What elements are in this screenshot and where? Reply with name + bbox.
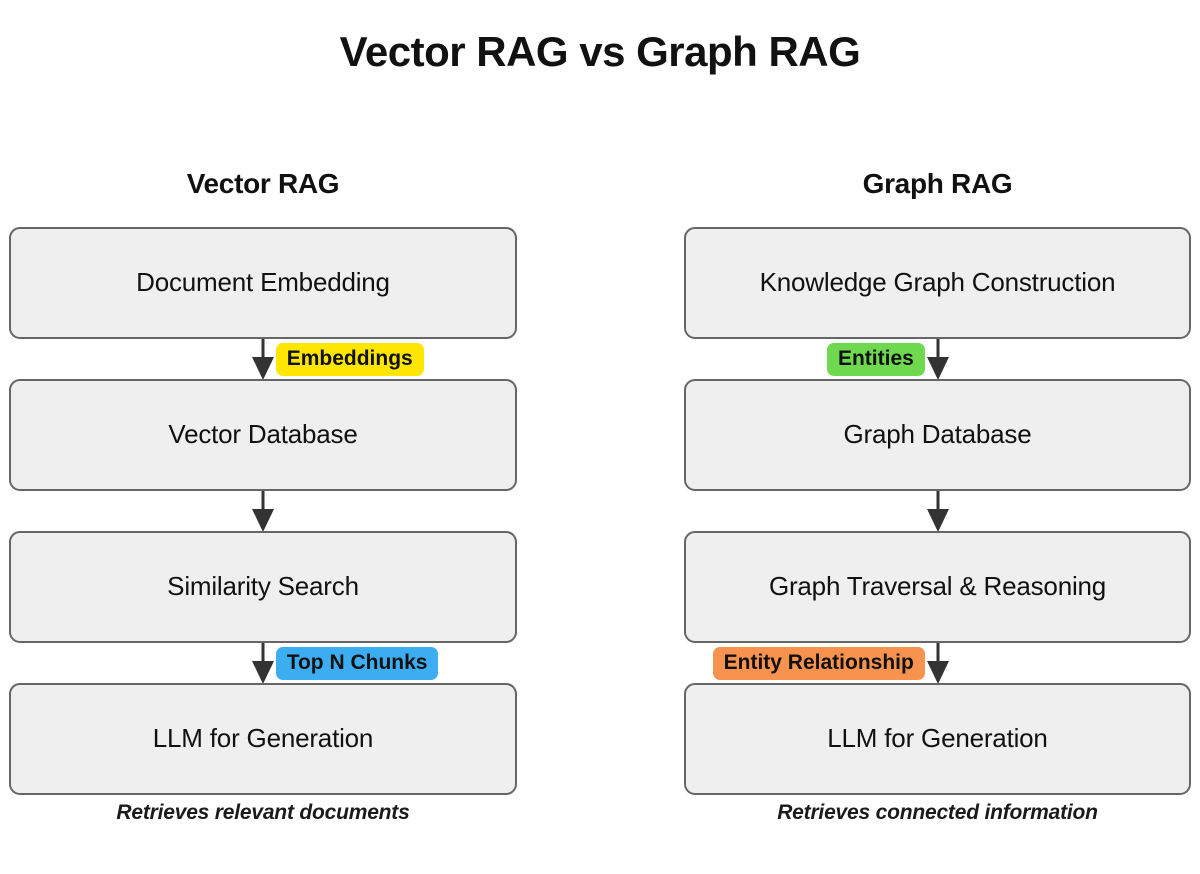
edge-label-embeddings: Embeddings [275, 343, 424, 377]
edge-label-top-n-chunks: Top N Chunks [275, 647, 439, 681]
arrow-stem [261, 339, 265, 361]
node-llm-for-generation-vector[interactable]: LLM for Generation [9, 683, 517, 795]
edge-label-entity-relationship: Entity Relationship [712, 647, 925, 681]
node-label: Knowledge Graph Construction [759, 267, 1116, 298]
node-label: LLM for Generation [827, 723, 1048, 754]
column-title-graph-rag: Graph RAG [862, 168, 1013, 199]
connector-graphdb-to-traversal [925, 491, 951, 532]
node-graph-traversal-reasoning[interactable]: Graph Traversal & Reasoning [684, 531, 1191, 643]
arrow-stem [261, 643, 265, 665]
arrow-stem [936, 339, 939, 361]
node-label: Similarity Search [167, 571, 359, 602]
connector-entity-relationship [925, 643, 951, 684]
arrow-stem [261, 491, 265, 513]
connector-entities [925, 339, 951, 380]
arrow-head-icon [926, 661, 949, 684]
arrow-head-icon [252, 661, 274, 684]
column-title-vector-rag: Vector RAG [186, 168, 340, 199]
node-label: Vector Database [168, 419, 358, 450]
node-llm-for-generation-graph[interactable]: LLM for Generation [684, 683, 1191, 795]
connector-vectordb-to-similarity [250, 491, 276, 532]
arrow-head-icon [926, 357, 949, 380]
arrow-head-icon [252, 357, 274, 380]
column-vector-rag: Vector RAG Document Embedding Embeddings… [9, 0, 517, 874]
node-label: Graph Database [843, 419, 1032, 450]
caption-graph-rag: Retrieves connected information [777, 801, 1098, 824]
caption-vector-rag: Retrieves relevant documents [116, 801, 410, 824]
node-similarity-search[interactable]: Similarity Search [9, 531, 517, 643]
page-title: Vector RAG vs Graph RAG [339, 28, 861, 75]
arrow-stem [936, 643, 939, 665]
arrow-stem [936, 491, 939, 513]
node-graph-database[interactable]: Graph Database [684, 379, 1191, 491]
arrow-head-icon [926, 509, 949, 532]
node-label: LLM for Generation [152, 723, 374, 754]
node-document-embedding[interactable]: Document Embedding [9, 227, 517, 339]
arrow-head-icon [252, 509, 274, 532]
node-label: Graph Traversal & Reasoning [768, 571, 1107, 602]
connector-top-n-chunks [250, 643, 276, 684]
column-graph-rag: Graph RAG Knowledge Graph Construction E… [684, 0, 1191, 874]
node-knowledge-graph-construction[interactable]: Knowledge Graph Construction [684, 227, 1191, 339]
node-vector-database[interactable]: Vector Database [9, 379, 517, 491]
edge-label-entities: Entities [826, 343, 925, 377]
connector-embeddings [250, 339, 276, 380]
node-label: Document Embedding [136, 267, 390, 298]
